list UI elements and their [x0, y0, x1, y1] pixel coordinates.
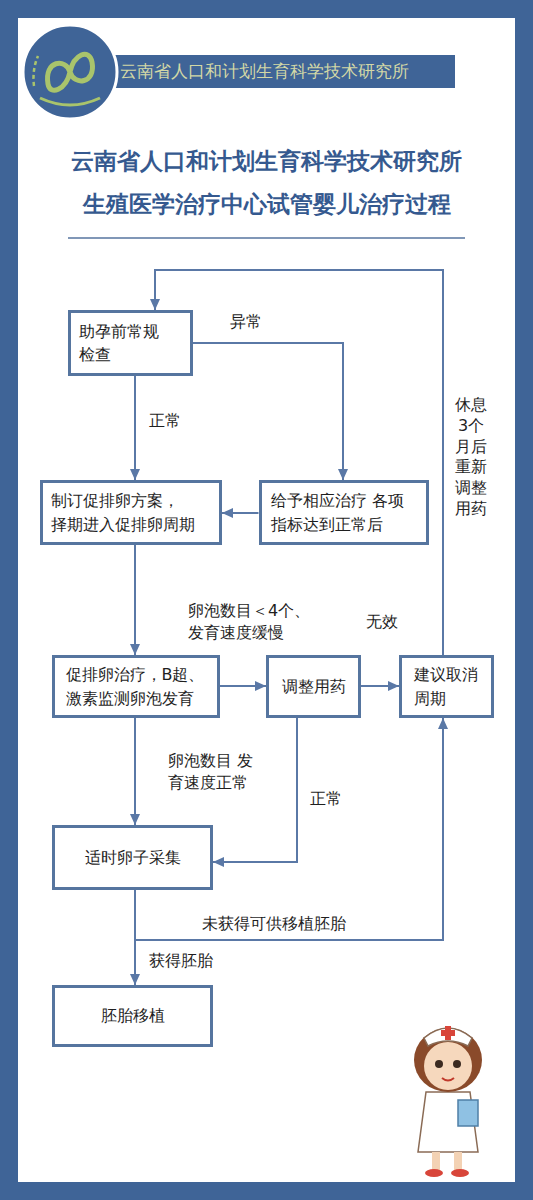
nurse-shoe [425, 1169, 443, 1177]
flow-arrow [361, 685, 399, 687]
nurse-leg [454, 1152, 462, 1170]
edge-label: 获得胚胎 [147, 950, 215, 972]
box-text: 建议取消 周期 [414, 663, 480, 709]
box-text: 适时卵子采集 [85, 846, 181, 869]
logo-leaves [40, 98, 100, 105]
process-box: 促排卵治疗，B超、 激素监测卵泡发育 [52, 655, 220, 718]
edge-label: 异常 [228, 311, 264, 333]
nurse-eye [453, 1060, 461, 1068]
header-band-text: 云南省人口和计划生育科学技术研究所 [120, 60, 409, 83]
logo-circle [23, 25, 117, 119]
nurse-illustration [414, 1026, 482, 1177]
nurse-shoe [451, 1169, 469, 1177]
cap-cross [441, 1030, 455, 1036]
logo-leaves [34, 56, 39, 86]
edge-label: 未获得可供移植胚胎 [200, 913, 348, 935]
logo-mark [48, 54, 93, 90]
logo [23, 25, 117, 119]
box-text: 制订促排卵方案， 择期进入促排卵周期 [51, 489, 197, 535]
process-box: 制订促排卵方案， 择期进入促排卵周期 [40, 480, 222, 545]
process-box: 建议取消 周期 [399, 655, 494, 718]
process-box: 胚胎移植 [52, 985, 213, 1047]
process-box: 调整用药 [266, 655, 361, 718]
flow-arrow [134, 718, 136, 825]
edge-label: 休息3个月后重新调整用药 [453, 395, 489, 520]
edge-label: 正常 [147, 410, 183, 432]
white-panel [18, 18, 515, 1182]
nurse-mouth [442, 1078, 454, 1081]
clipboard [458, 1100, 478, 1126]
process-box: 适时卵子采集 [52, 825, 213, 890]
flow-arrow [134, 376, 136, 480]
nurse-eye [435, 1060, 443, 1068]
nurse-dress [418, 1092, 478, 1152]
box-text: 助孕前常规 检查 [79, 320, 161, 366]
box-text: 调整用药 [282, 675, 346, 698]
header-band [95, 55, 455, 88]
nurse-leg [432, 1152, 440, 1170]
flow-arrow [134, 545, 136, 655]
edge-label: 无效 [364, 611, 400, 633]
box-text: 促排卵治疗，B超、 激素监测卵泡发育 [66, 663, 207, 709]
edge-label: 卵泡数目＜4个、 发育速度缓慢 [186, 600, 315, 645]
flow-arrow [193, 343, 343, 480]
flow-arrow [220, 685, 266, 687]
edge-label: 正常 [308, 788, 344, 810]
title-rule [68, 237, 465, 239]
box-text: 胚胎移植 [101, 1004, 165, 1027]
process-box: 给予相应治疗 各项指标达到正常后 [259, 480, 429, 545]
process-box: 助孕前常规 检查 [68, 310, 193, 376]
diagram-title: 云南省人口和计划生育科学技术研究所 生殖医学治疗中心试管婴儿治疗过程 [70, 140, 463, 225]
edge-label: 卵泡数目 发育速度正常 [166, 750, 268, 795]
nurse-face [424, 1042, 472, 1090]
box-text: 给予相应治疗 各项指标达到正常后 [271, 489, 417, 535]
flow-arrow [134, 890, 136, 985]
title-block: 云南省人口和计划生育科学技术研究所 生殖医学治疗中心试管婴儿治疗过程 [0, 140, 533, 225]
flow-arrow [155, 270, 443, 655]
flow-arrow [222, 512, 259, 514]
